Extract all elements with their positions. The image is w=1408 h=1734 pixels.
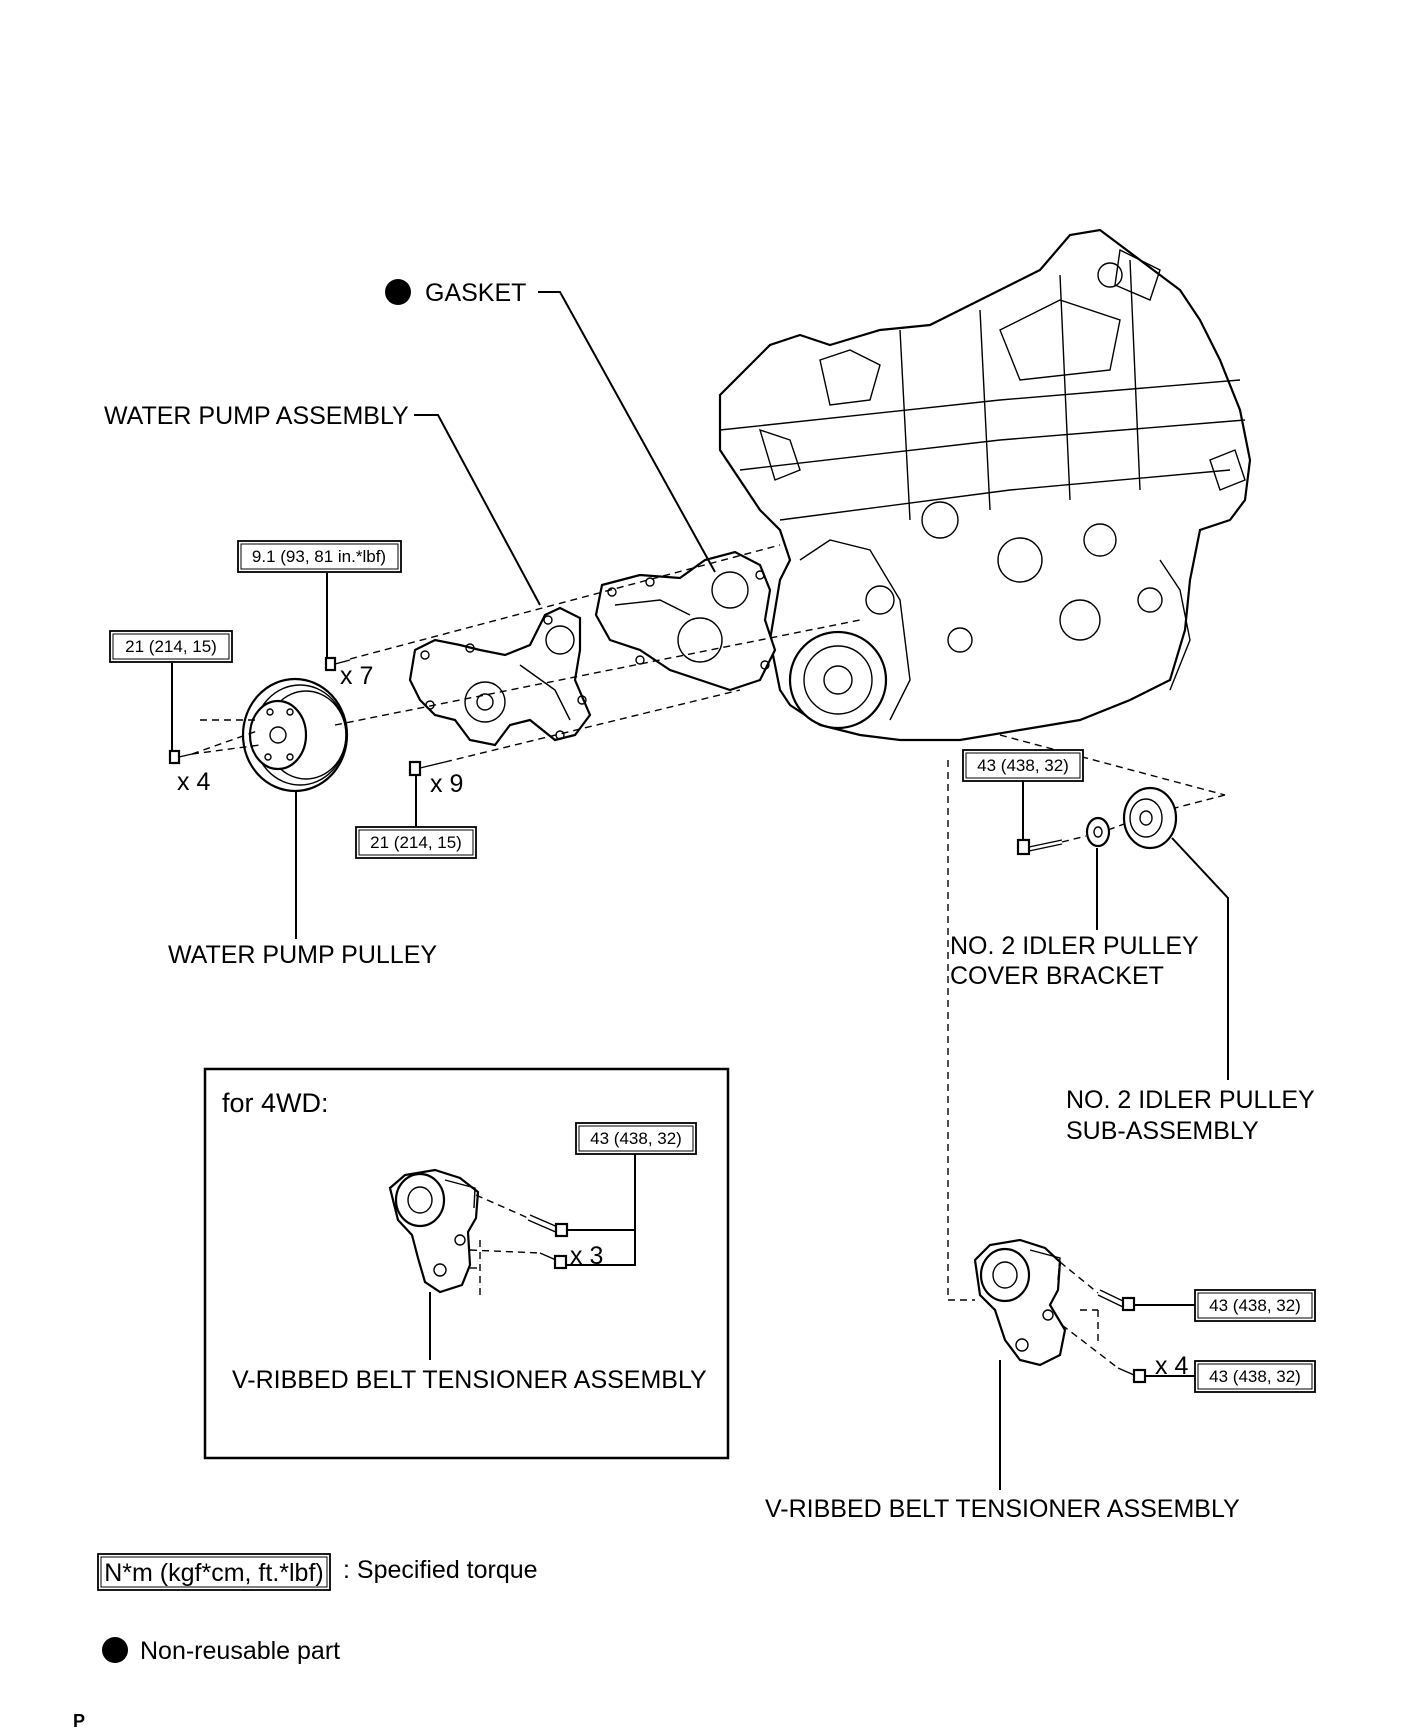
label-tensioner-main: V-RIBBED BELT TENSIONER ASSEMBLY — [765, 1495, 1240, 1523]
count-tensioner-main: x 4 — [1155, 1352, 1188, 1380]
bolt-idler — [1016, 838, 1063, 856]
idler-pulley-sub-assembly — [1122, 786, 1178, 850]
bolt-tensioner-bottom — [1117, 1367, 1147, 1384]
torque-box-wp-small: 9.1 (93, 81 in.*lbf) — [237, 540, 402, 573]
svg-text:21 (214, 15): 21 (214, 15) — [125, 637, 217, 656]
svg-text:N*m (kgf*cm, ft.*lbf): N*m (kgf*cm, ft.*lbf) — [104, 1559, 323, 1587]
svg-text:43 (438, 32): 43 (438, 32) — [1209, 1296, 1301, 1315]
svg-text:43 (438, 32): 43 (438, 32) — [1209, 1367, 1301, 1386]
inset-4wd-frame — [203, 1067, 730, 1460]
svg-text:21 (214, 15): 21 (214, 15) — [370, 833, 462, 852]
count-pulley: x 4 — [177, 768, 210, 796]
svg-text:9.1 (93, 81 in.*lbf): 9.1 (93, 81 in.*lbf) — [252, 547, 386, 566]
label-idler-sub-line1: NO. 2 IDLER PULLEY — [1066, 1086, 1315, 1114]
tensioner-assembly-4wd — [388, 1168, 480, 1294]
torque-box-wp-large: 21 (214, 15) — [355, 826, 477, 859]
non-reusable-mark-legend — [102, 1637, 128, 1663]
gasket — [594, 550, 777, 692]
assembly-dashed-lines — [191, 544, 1226, 1369]
engine-block — [718, 228, 1252, 742]
water-pump-assembly — [408, 606, 592, 747]
torque-box-tensioner-4wd: 43 (438, 32) — [575, 1122, 697, 1155]
bolt-wp-small — [324, 656, 351, 672]
count-tensioner-4wd: x 3 — [570, 1242, 603, 1270]
bolt-tensioner-4wd-long — [527, 1214, 569, 1238]
label-idler-bracket-line1: NO. 2 IDLER PULLEY — [950, 932, 1199, 960]
water-pump-pulley — [241, 677, 349, 793]
label-gasket: GASKET — [425, 279, 526, 307]
inset-title: for 4WD: — [222, 1088, 329, 1118]
svg-text:43 (438, 32): 43 (438, 32) — [977, 756, 1069, 775]
count-wp-small: x 7 — [340, 662, 373, 690]
bolt-tensioner-4wd-short — [539, 1252, 568, 1270]
tensioner-assembly-main — [973, 1238, 1067, 1367]
bolt-tensioner-top — [1097, 1289, 1136, 1312]
svg-text:: Specified torque: : Specified torque — [343, 1556, 538, 1584]
non-reusable-mark-gasket — [385, 279, 411, 305]
torque-box-tensioner-bottom: 43 (438, 32) — [1194, 1360, 1316, 1393]
label-water-pump-assembly: WATER PUMP ASSEMBLY — [104, 402, 409, 430]
label-tensioner-4wd: V-RIBBED BELT TENSIONER ASSEMBLY — [232, 1366, 707, 1394]
label-idler-sub-line2: SUB-ASSEMBLY — [1066, 1117, 1259, 1145]
legend-nonreusable-text: Non-reusable part — [140, 1637, 340, 1665]
torque-box-tensioner-top: 43 (438, 32) — [1194, 1289, 1316, 1322]
idler-pulley-cover-bracket — [1085, 816, 1111, 848]
label-water-pump-pulley: WATER PUMP PULLEY — [168, 941, 437, 969]
svg-text:43 (438, 32): 43 (438, 32) — [590, 1129, 682, 1148]
bolt-wp-large — [408, 760, 446, 777]
bolt-pulley — [168, 749, 193, 765]
count-wp-large: x 9 — [430, 770, 463, 798]
leader-lines — [171, 291, 1229, 1490]
legend-torque: N*m (kgf*cm, ft.*lbf) : Specified torque — [97, 1553, 538, 1591]
torque-box-pulley: 21 (214, 15) — [109, 630, 233, 663]
footer-code: P — [73, 1711, 85, 1731]
label-idler-bracket-line2: COVER BRACKET — [950, 962, 1164, 990]
torque-box-idler: 43 (438, 32) — [962, 749, 1084, 782]
